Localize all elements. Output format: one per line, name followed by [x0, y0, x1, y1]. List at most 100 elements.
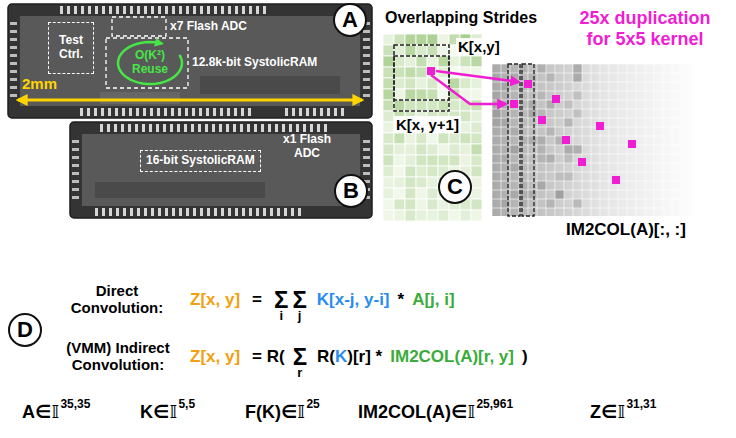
superscript: 25,961: [476, 398, 513, 412]
equation-term: )[r] *: [347, 347, 382, 367]
bond-pad: [192, 108, 195, 116]
grid-line: [600, 64, 601, 216]
pixel-cell: [416, 177, 427, 188]
pixel-cell: [416, 89, 427, 100]
bond-pad: [158, 6, 161, 14]
equation-term: K: [335, 347, 347, 367]
grid-line: [492, 199, 700, 200]
grid-line: [627, 64, 628, 216]
pixel-cell: [573, 64, 582, 73]
pixel-cell: [471, 78, 482, 89]
pixel-cell: [427, 188, 438, 199]
bond-pad: [363, 94, 370, 97]
pixel-cell: [537, 91, 546, 100]
pixel-cell: [427, 45, 438, 56]
pixel-cell: [471, 133, 482, 144]
circuit-block: [200, 76, 340, 94]
bond-pad: [87, 108, 90, 116]
grid-line: [663, 64, 664, 216]
pixel-cell: [383, 34, 394, 45]
bond-pad: [10, 22, 17, 25]
pixel-cell: [427, 199, 438, 210]
bond-pad: [228, 208, 231, 216]
bond-pad: [249, 208, 252, 216]
pixel-cell: [405, 144, 416, 155]
pixel-cell: [438, 89, 449, 100]
duplicated-pixel: [538, 116, 546, 124]
sum-index: r: [297, 366, 302, 381]
bond-pad: [122, 108, 125, 116]
pixel-cell: [510, 145, 519, 154]
pixel-cell: [537, 64, 546, 73]
bond-pad: [296, 124, 299, 132]
bond-pad: [94, 108, 97, 116]
bond-pad: [179, 208, 182, 216]
pixel-cell: [438, 155, 449, 166]
bond-pad: [10, 30, 17, 33]
bond-pad: [185, 108, 188, 116]
bond-pad: [165, 208, 168, 216]
pixel-cell: [573, 199, 582, 208]
block-name: Test Ctrl.: [54, 34, 88, 62]
pixel-cell: [383, 144, 394, 155]
bond-pad: [123, 6, 126, 14]
equation-term: IM2COL(A)[r, y]: [390, 347, 514, 367]
bond-pad: [186, 6, 189, 14]
pixel-cell: [405, 166, 416, 177]
pixel-cell: [427, 100, 438, 111]
pixel-cell: [427, 144, 438, 155]
bond-pad: [121, 124, 124, 132]
bond-pad: [228, 6, 231, 14]
bond-pad: [261, 124, 264, 132]
bond-pad: [289, 124, 292, 132]
matrix-dimension: IM2COL(A)∈𝕀: [358, 402, 475, 423]
grid-line: [492, 154, 700, 155]
equation-term: A[j, i]: [412, 290, 455, 310]
bond-pad: [207, 208, 210, 216]
pixel-cell: [416, 144, 427, 155]
matrix-label: IM2COL(A)[:, :]: [566, 220, 686, 240]
pixel-cell: [383, 111, 394, 122]
pixel-cell: [438, 100, 449, 111]
bond-pad: [282, 124, 285, 132]
bond-pad: [115, 108, 118, 116]
bond-pad: [88, 6, 91, 14]
bond-pad: [151, 208, 154, 216]
bond-pad: [291, 208, 294, 216]
pixel-cell: [449, 78, 460, 89]
bond-pad: [363, 148, 370, 151]
bond-pad: [72, 156, 79, 159]
pixel-cell: [460, 56, 471, 67]
duplication-arrow: [436, 71, 519, 82]
bond-pad: [178, 108, 181, 116]
pixel-cell: [546, 154, 555, 163]
chip-package: [70, 122, 372, 218]
pixel-cell: [394, 177, 405, 188]
scale-label: 2mm: [22, 75, 57, 92]
bond-pad: [95, 6, 98, 14]
bond-pad: [235, 208, 238, 216]
bond-pad: [226, 124, 229, 132]
grid-line: [492, 118, 700, 119]
pixel-cell: [383, 199, 394, 210]
bond-pad: [334, 108, 337, 116]
grid-line: [492, 136, 700, 137]
bond-pad: [165, 6, 168, 14]
grid-line: [582, 64, 583, 216]
pixel-cell: [460, 155, 471, 166]
equation-name: Direct Convolution:: [60, 282, 174, 317]
pixel-cell: [427, 133, 438, 144]
pixel-cell: [438, 34, 449, 45]
pixel-cell: [383, 45, 394, 56]
equation-name: (VMM) Indirect Convolution:: [54, 339, 182, 374]
bond-pad: [10, 70, 17, 73]
pixel-cell: [564, 172, 573, 181]
pixel-cell: [492, 109, 501, 118]
bond-pad: [156, 124, 159, 132]
pixel-cell: [405, 133, 416, 144]
bond-pad: [151, 6, 154, 14]
panel-letter: D: [17, 319, 33, 341]
equation-term: R(: [317, 347, 335, 367]
pixel-cell: [383, 155, 394, 166]
duplicated-pixel: [562, 136, 570, 144]
